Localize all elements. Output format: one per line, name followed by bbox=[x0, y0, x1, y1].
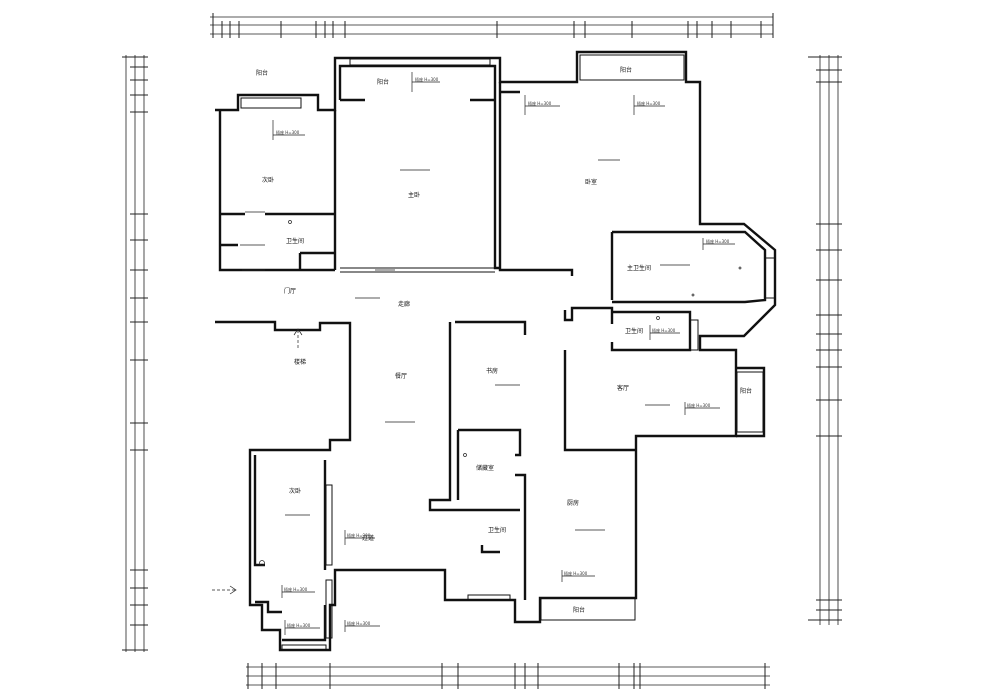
room-bedroom-bottom-left: 次卧 bbox=[289, 487, 301, 495]
room-bedroom-top-left: 次卧 bbox=[262, 176, 274, 184]
note-11: 插座 H=300 bbox=[287, 622, 311, 628]
note-5: 插座 H=300 bbox=[706, 238, 730, 244]
room-balcony-bottom: 阳台 bbox=[573, 606, 585, 614]
room-labels: 次卧 卫生间 门厅 主卧 阳台 卧室 主卫生间 走廊 楼梯 卫生间 客厅 书房 … bbox=[256, 66, 752, 614]
walls bbox=[215, 50, 777, 652]
room-toilet: 卫生间 bbox=[488, 526, 506, 534]
note-7: 插座 H=300 bbox=[687, 402, 711, 408]
annotation-symbols bbox=[212, 72, 742, 635]
room-storage: 储藏室 bbox=[476, 464, 494, 472]
socket-notes: 插座 H=300 插座 H=300 插座 H=300 插座 H=300 插座 H… bbox=[276, 76, 730, 628]
note-3: 插座 H=300 bbox=[637, 100, 661, 106]
room-balcony-top-right: 阳台 bbox=[620, 66, 632, 74]
room-bath-small: 卫生间 bbox=[625, 327, 643, 335]
room-master-bedroom: 主卧 bbox=[408, 191, 420, 199]
bottom-dimension-lines bbox=[246, 663, 770, 689]
room-master-bath: 主卫生间 bbox=[627, 264, 651, 272]
note-10: 插座 H=300 bbox=[284, 586, 308, 592]
room-entry-hall: 门厅 bbox=[284, 287, 296, 295]
room-bedroom-top-right: 卧室 bbox=[585, 178, 597, 186]
right-dimension-lines bbox=[808, 55, 842, 625]
note-4: 插座 H=300 bbox=[528, 100, 552, 106]
top-dimension-lines bbox=[210, 13, 774, 38]
room-garden-balcony: 阳台 bbox=[740, 387, 752, 395]
room-living-room: 客厅 bbox=[617, 384, 629, 392]
note-6: 插座 H=300 bbox=[652, 327, 676, 333]
windows bbox=[240, 54, 776, 651]
note-1: 插座 H=300 bbox=[276, 129, 300, 135]
room-corridor: 走廊 bbox=[398, 300, 410, 308]
room-balcony-top: 阳台 bbox=[377, 78, 389, 86]
note-2: 插座 H=300 bbox=[415, 76, 439, 82]
note-9: 插座 H=300 bbox=[564, 570, 588, 576]
room-living-corridor: 过道 bbox=[362, 534, 374, 542]
room-balcony-top-left: 阳台 bbox=[256, 69, 268, 77]
room-bathroom-left: 卫生间 bbox=[286, 237, 304, 245]
left-dimension-lines bbox=[122, 55, 148, 652]
room-stair: 楼梯 bbox=[294, 358, 306, 366]
note-8: 插座 H=300 bbox=[347, 532, 371, 538]
room-kitchen: 厨房 bbox=[567, 499, 579, 507]
note-12: 插座 H=300 bbox=[347, 620, 371, 626]
room-study: 书房 bbox=[486, 367, 498, 375]
room-dining: 餐厅 bbox=[395, 372, 407, 380]
